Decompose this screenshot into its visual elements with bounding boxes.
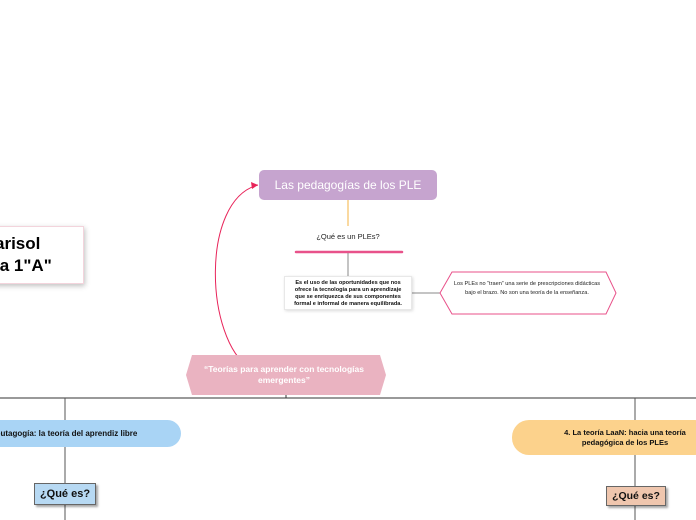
author-card-line2: ıa 1"A" — [0, 256, 52, 275]
teorias-hexagon — [186, 355, 386, 395]
left-question-node[interactable]: ¿Qué es? — [34, 483, 96, 505]
note-hexagon — [439, 271, 617, 315]
teorias-node[interactable]: “Teorías para aprender con tecnologías e… — [204, 364, 364, 385]
left-branch-title: eutagogía: la teoría del aprendiz libre — [0, 429, 138, 438]
note-node[interactable]: Los PLEs no “traen” una serie de prescri… — [453, 281, 601, 296]
definition-node[interactable]: Es el uso de las oportunidades que nos o… — [284, 276, 412, 310]
relation-arrow — [214, 184, 259, 369]
arrow-head-top — [251, 182, 258, 189]
left-branch-node[interactable]: eutagogía: la teoría del aprendiz libre — [0, 420, 181, 447]
author-card[interactable]: arisol ıa 1"A" — [0, 226, 84, 284]
right-branch-title: 4. La teoría LaaN: hacia una teoría peda… — [564, 427, 686, 447]
main-topic-title: Las pedagogías de los PLE — [274, 178, 422, 192]
main-topic-node[interactable]: Las pedagogías de los PLE — [259, 170, 437, 200]
question-node[interactable]: ¿Qué es un PLEs? — [316, 232, 380, 241]
right-branch-node[interactable]: 4. La teoría LaaN: hacia una teoría peda… — [512, 420, 696, 455]
right-question-node[interactable]: ¿Qué es? — [606, 486, 666, 506]
author-card-line1: arisol — [0, 234, 41, 253]
